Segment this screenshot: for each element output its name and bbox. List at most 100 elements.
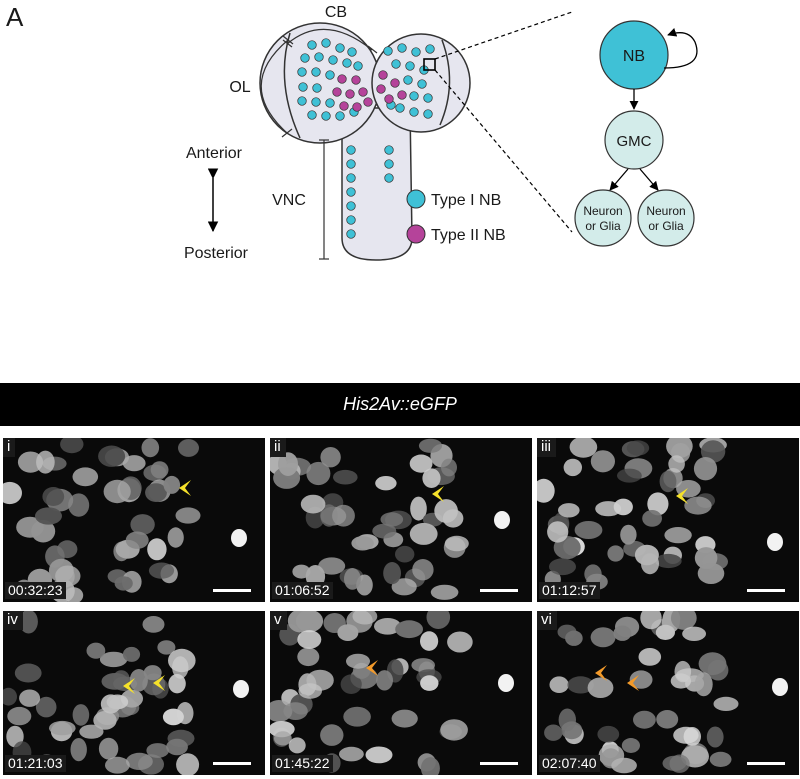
type1-nb-dot <box>383 46 393 56</box>
nucleus <box>569 438 598 458</box>
timestamp: 01:45:22 <box>272 755 333 772</box>
nucleus <box>72 467 99 487</box>
nucleus <box>306 461 331 486</box>
nucleus <box>60 438 84 454</box>
nucleus <box>351 536 374 551</box>
nucleus <box>150 461 169 479</box>
nucleus <box>395 545 415 563</box>
nucleus <box>178 439 199 457</box>
nucleus <box>103 479 131 504</box>
type2-nb-dot <box>351 75 361 85</box>
frame-label: vi <box>537 611 557 630</box>
nucleus <box>122 455 146 472</box>
anterior-label: Anterior <box>186 145 243 162</box>
progeny-right-line1: Neuron <box>646 204 685 218</box>
nucleus <box>105 756 130 774</box>
microscopy-frame-vi: vi 02:07:40 <box>537 611 799 775</box>
ol-boundary-right <box>439 39 451 126</box>
frame-label: iv <box>3 611 23 630</box>
type2-nb-dot <box>337 74 347 84</box>
nucleus <box>617 468 642 483</box>
nucleus <box>98 445 126 467</box>
type1-nb-dot <box>384 173 394 183</box>
nucleus <box>669 754 690 773</box>
nuclei-image-ii <box>270 438 510 600</box>
nucleus <box>410 496 427 521</box>
type2-nb-dot <box>358 87 368 97</box>
nucleus <box>70 738 87 762</box>
nucleus <box>549 558 576 576</box>
type1-nb-dot <box>328 55 338 65</box>
nucleus <box>298 683 322 699</box>
type1-nb-dot <box>346 159 356 169</box>
isolated-nucleus <box>494 511 510 529</box>
self-renew-arrow <box>663 28 698 69</box>
nucleus <box>42 487 65 506</box>
nucleus <box>664 527 692 544</box>
type1-nb-dot <box>346 215 356 225</box>
nucleus <box>68 493 90 517</box>
nuclei-image-iii <box>537 438 783 590</box>
scale-bar <box>213 589 251 592</box>
nucleus <box>125 752 153 770</box>
type1-nb-dot <box>298 82 308 92</box>
nucleus <box>287 611 313 633</box>
gmc-to-progeny-right-arrow <box>639 168 659 191</box>
vnc-label: VNC <box>272 192 306 209</box>
type2-nb-dot <box>397 90 407 100</box>
type1-nb-dot <box>307 110 317 120</box>
zoom-line-bottom <box>434 69 573 233</box>
arrowhead-marker <box>123 678 135 694</box>
type1-nb-dot <box>325 70 335 80</box>
microscopy-frame-iv: iv 01:21:03 <box>3 611 265 775</box>
timestamp: 01:06:52 <box>272 582 333 599</box>
nucleus <box>72 704 90 726</box>
progeny-left-line1: Neuron <box>583 204 622 218</box>
arrowhead-marker <box>153 675 165 691</box>
nucleus <box>565 630 583 646</box>
nucleus <box>346 653 370 669</box>
neuroblast-dots <box>297 38 435 239</box>
nucleus <box>409 454 433 473</box>
nucleus <box>558 503 580 518</box>
arrowhead-marker <box>676 488 688 504</box>
nucleus <box>125 531 149 549</box>
type1-nb-dot <box>384 159 394 169</box>
nucleus <box>640 611 662 630</box>
nucleus <box>337 624 359 641</box>
isolated-nucleus <box>772 678 788 696</box>
gmc-node-label: GMC <box>617 133 652 150</box>
nucleus <box>114 576 133 591</box>
nucleus <box>547 521 569 543</box>
nucleus <box>563 458 582 477</box>
nucleus <box>143 665 162 681</box>
nucleus <box>35 507 62 525</box>
type1-nb-dot <box>353 61 363 71</box>
scale-bar <box>480 589 518 592</box>
legend-type2-swatch <box>406 224 426 244</box>
nucleus <box>274 731 292 746</box>
nucleus <box>567 676 594 694</box>
nucleus <box>278 452 298 476</box>
frame-label: iii <box>537 438 556 457</box>
type1-nb-dot <box>311 97 321 107</box>
nucleus <box>175 507 201 524</box>
type1-nb-dot <box>405 61 415 71</box>
microscopy-frame-iii: iii 01:12:57 <box>537 438 799 602</box>
nucleus <box>332 504 355 527</box>
type1-nb-dot <box>397 43 407 53</box>
progeny-node-left <box>574 189 632 247</box>
nucleus <box>440 719 468 741</box>
progeny-right-line2: or Glia <box>648 219 684 233</box>
nucleus <box>176 753 200 775</box>
type1-nb-dot <box>321 111 331 121</box>
nucleus <box>142 616 165 633</box>
nucleus <box>288 737 306 754</box>
legend-type1-swatch <box>406 189 426 209</box>
type2-nb-dot <box>390 78 400 88</box>
type1-nb-dot <box>342 58 352 68</box>
isolated-nucleus <box>498 674 514 692</box>
timestamp: 01:21:03 <box>5 755 66 772</box>
nucleus <box>426 611 451 629</box>
nucleus <box>597 725 620 743</box>
